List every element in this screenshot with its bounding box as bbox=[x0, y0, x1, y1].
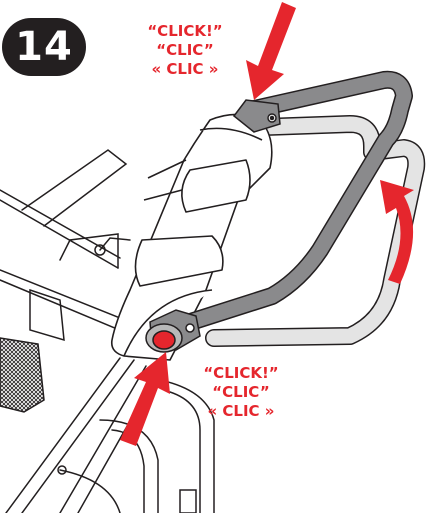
click-sound-fr: “CLIC” bbox=[156, 41, 214, 59]
click-sound-label-bottom: “CLICK!” “CLIC” « CLIC » bbox=[186, 364, 296, 421]
click-sound-label-top: “CLICK!” “CLIC” « CLIC » bbox=[130, 22, 240, 79]
release-button bbox=[152, 330, 176, 350]
bottom-connector bbox=[145, 309, 201, 353]
arrow-top bbox=[246, 2, 296, 100]
step-number-badge: 14 bbox=[2, 18, 86, 76]
stroller-frame bbox=[0, 149, 215, 513]
arrow-bottom bbox=[120, 352, 170, 446]
adapter-bracket bbox=[110, 113, 273, 361]
top-connector bbox=[232, 99, 281, 133]
click-sound-en: “CLICK!” bbox=[147, 22, 223, 40]
arrow-rotate bbox=[380, 180, 414, 284]
click-sound-fr: “CLIC” bbox=[212, 383, 270, 401]
click-sound-en: “CLICK!” bbox=[203, 364, 279, 382]
basket-mesh bbox=[0, 337, 45, 413]
handlebar bbox=[169, 70, 413, 335]
click-sound-fr-alt: « CLIC » bbox=[207, 402, 275, 420]
click-sound-fr-alt: « CLIC » bbox=[151, 60, 219, 78]
